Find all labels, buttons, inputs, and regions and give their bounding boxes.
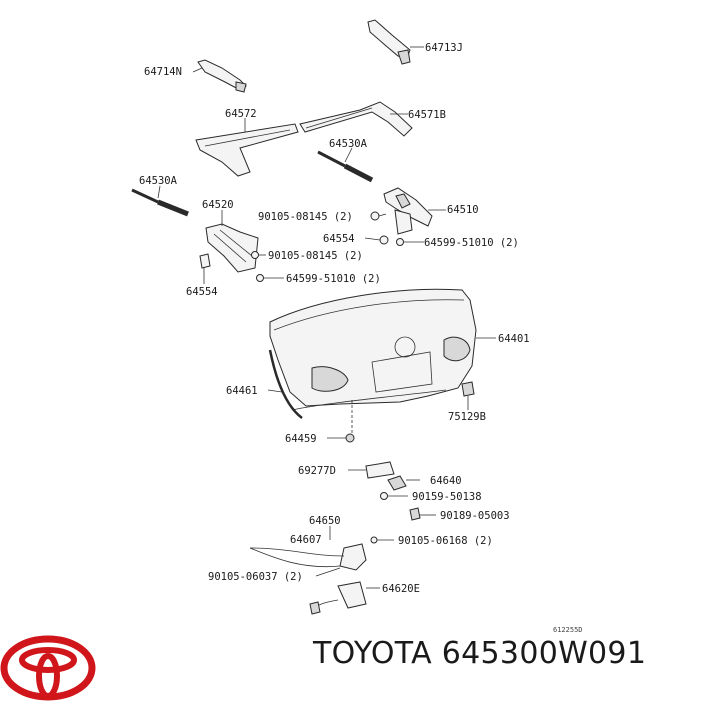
- label-90105-06037: 90105-06037 (2): [208, 571, 303, 583]
- brand-caption: TOYOTA 645300W091: [313, 636, 646, 671]
- label-64620E: 64620E: [382, 583, 420, 595]
- part-number: 645300W091: [441, 636, 647, 671]
- label-64461: 64461: [226, 385, 258, 397]
- gas-strut-right: [317, 147, 374, 183]
- hinge-bracket-64714N: [192, 59, 247, 93]
- toyota-logo-horizontal-ring: [19, 647, 77, 673]
- diagram-reference-code: 612255D: [553, 626, 583, 634]
- toyota-logo: [0, 635, 96, 701]
- label-64530A-right: 64530A: [329, 138, 368, 150]
- clip-75129B: [461, 381, 475, 410]
- label-64607: 64607: [290, 534, 322, 546]
- weatherstrip-64461: [267, 349, 303, 419]
- hinge-64510: [364, 187, 446, 246]
- label-64599-51010-a: 64599-51010 (2): [424, 237, 519, 249]
- brand-name: TOYOTA: [313, 636, 432, 671]
- label-90105-08145-b: 90105-08145 (2): [268, 250, 363, 262]
- label-64459: 64459: [285, 433, 317, 445]
- lock-assembly-64650: [249, 526, 394, 577]
- label-64530A-left: 64530A: [139, 175, 178, 187]
- hinge-64520: [199, 210, 284, 284]
- toyota-logo-vertical-ring: [36, 653, 60, 699]
- lock-actuator-64620E: [309, 581, 380, 615]
- gas-strut-left: [131, 185, 189, 217]
- label-64401: 64401: [498, 333, 530, 345]
- label-90159-50138: 90159-50138: [412, 491, 482, 503]
- panel-64572: [195, 118, 299, 177]
- label-69277D: 69277D: [298, 465, 336, 477]
- trunk-lid-64401: [269, 288, 496, 411]
- label-90105-08145-a: 90105-08145 (2): [258, 211, 353, 223]
- label-64572: 64572: [225, 108, 257, 120]
- label-90189-05003: 90189-05003: [440, 510, 510, 522]
- label-64571B: 64571B: [408, 109, 446, 121]
- clip-64459: [327, 400, 355, 443]
- label-64510: 64510: [447, 204, 479, 216]
- label-64554-left: 64554: [186, 286, 218, 298]
- handle-69277D: [348, 461, 395, 479]
- label-64599-51010-b: 64599-51010 (2): [286, 273, 381, 285]
- panel-64571B: [299, 101, 413, 137]
- hinge-bracket-64713J: [367, 19, 424, 65]
- label-90105-06168: 90105-06168 (2): [398, 535, 493, 547]
- label-64640: 64640: [430, 475, 462, 487]
- switch-64640: [380, 475, 436, 521]
- label-64650: 64650: [309, 515, 341, 527]
- label-64554-right: 64554: [323, 233, 355, 245]
- label-64520: 64520: [202, 199, 234, 211]
- label-64713J: 64713J: [425, 42, 463, 54]
- label-75129B: 75129B: [448, 411, 486, 423]
- label-64714N: 64714N: [144, 66, 182, 78]
